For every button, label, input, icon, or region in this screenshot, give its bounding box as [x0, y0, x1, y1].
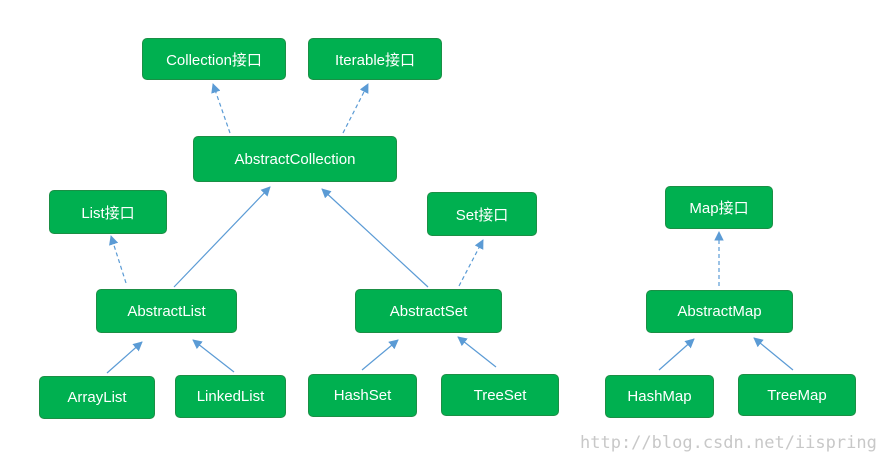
node-tree-map: TreeMap [738, 374, 856, 416]
node-collection-interface: Collection接口 [142, 38, 286, 80]
node-hash-map: HashMap [605, 375, 714, 418]
edge-treeset-to-abstractset [457, 336, 497, 368]
edge-hashset-to-abstractset [361, 339, 399, 371]
node-set-interface: Set接口 [427, 192, 537, 236]
node-iterable-interface: Iterable接口 [308, 38, 442, 80]
node-abstract-list: AbstractList [96, 289, 237, 333]
edge-treemap-to-abstractmap [753, 337, 794, 371]
watermark-url: http://blog.csdn.net/iispring [580, 433, 877, 453]
node-abstract-map: AbstractMap [646, 290, 793, 333]
edge-hashmap-to-abstractmap [658, 338, 695, 371]
edge-linkedlist-to-abstractlist [192, 339, 235, 373]
node-hash-set: HashSet [308, 374, 417, 417]
node-map-interface: Map接口 [665, 186, 773, 229]
edge-arraylist-to-abstractlist [106, 341, 143, 374]
edge-abstractcollection-to-collection [211, 83, 231, 134]
node-abstract-collection: AbstractCollection [193, 136, 397, 182]
edge-abstractset-to-set [458, 239, 484, 287]
node-tree-set: TreeSet [441, 374, 559, 416]
node-array-list: ArrayList [39, 376, 155, 419]
edge-abstractlist-to-abstractcollection [173, 186, 271, 288]
edge-abstractset-to-abstractcollection [321, 188, 429, 288]
edge-abstractlist-to-list [109, 235, 127, 284]
edge-abstractcollection-to-iterable [342, 83, 369, 134]
node-abstract-set: AbstractSet [355, 289, 502, 333]
node-linked-list: LinkedList [175, 375, 286, 418]
node-list-interface: List接口 [49, 190, 167, 234]
